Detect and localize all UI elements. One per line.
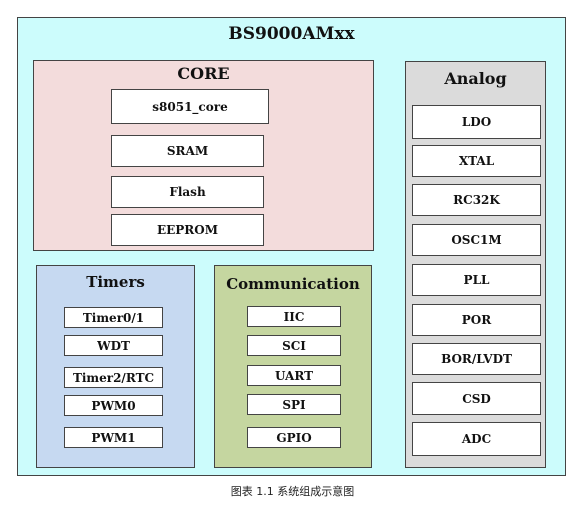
timers-block-pwm0: PWM0 bbox=[64, 395, 163, 416]
analog-block-bor-lvdt: BOR/LVDT bbox=[412, 343, 541, 375]
analog-block-csd: CSD bbox=[412, 382, 541, 415]
comm-block-gpio: GPIO bbox=[247, 427, 341, 448]
analog-title: Analog bbox=[444, 69, 507, 88]
analog-block-pll: PLL bbox=[412, 264, 541, 296]
timers-block-timer01: Timer0/1 bbox=[64, 307, 163, 328]
core-title: CORE bbox=[177, 64, 230, 83]
timers-block-pwm1: PWM1 bbox=[64, 427, 163, 448]
chip-title: BS9000AMxx bbox=[228, 24, 355, 44]
comm-block-iic: IIC bbox=[247, 306, 341, 327]
timers-title: Timers bbox=[86, 273, 145, 291]
analog-block-ldo: LDO bbox=[412, 105, 541, 139]
core-block-eeprom: EEPROM bbox=[111, 214, 264, 246]
comm-block-sci: SCI bbox=[247, 335, 341, 356]
analog-block-osc1m: OSC1M bbox=[412, 224, 541, 256]
comm-block-uart: UART bbox=[247, 365, 341, 386]
core-block-sram: SRAM bbox=[111, 135, 264, 167]
timers-block-wdt: WDT bbox=[64, 335, 163, 356]
timers-group bbox=[36, 265, 195, 468]
figure-caption: 图表 1.1 系统组成示意图 bbox=[230, 485, 355, 498]
analog-block-adc: ADC bbox=[412, 422, 541, 456]
core-block-s8051: s8051_core bbox=[111, 89, 269, 124]
analog-block-por: POR bbox=[412, 304, 541, 336]
core-block-flash: Flash bbox=[111, 176, 264, 208]
communication-title: Communication bbox=[226, 275, 360, 293]
analog-block-xtal: XTAL bbox=[412, 145, 541, 177]
analog-block-rc32k: RC32K bbox=[412, 184, 541, 216]
comm-block-spi: SPI bbox=[247, 394, 341, 415]
timers-block-timer2rtc: Timer2/RTC bbox=[64, 367, 163, 388]
